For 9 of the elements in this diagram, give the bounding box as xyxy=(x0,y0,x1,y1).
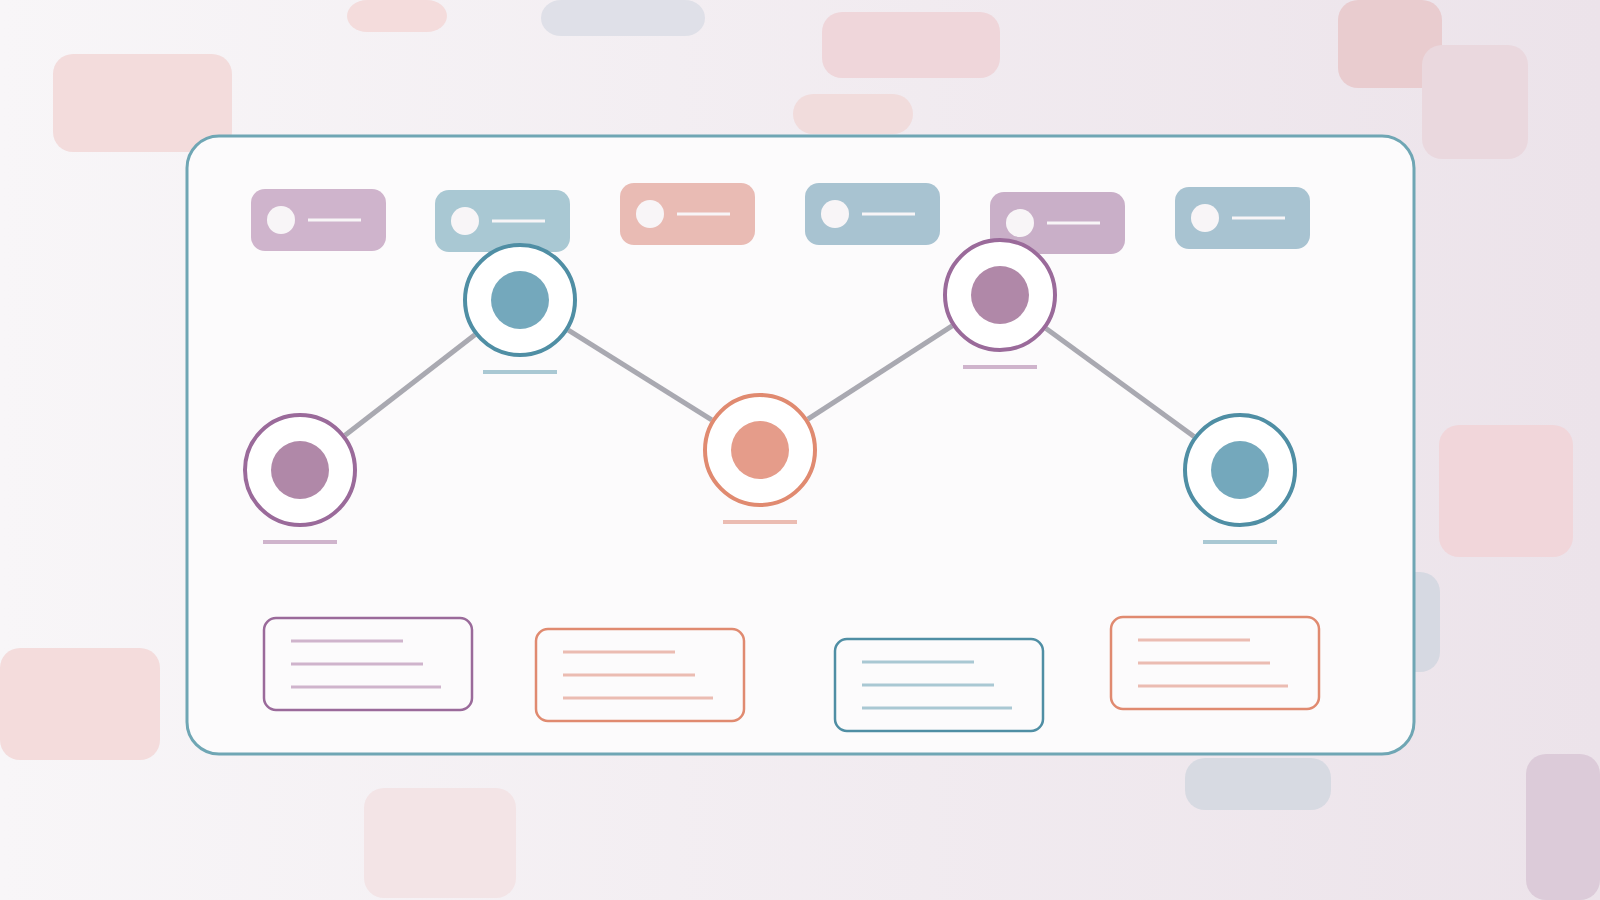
ring-node xyxy=(243,413,357,527)
connector-line xyxy=(343,332,477,438)
ring-node xyxy=(463,243,577,357)
connector-line xyxy=(1044,326,1196,439)
connector-line xyxy=(567,328,713,422)
ring-node xyxy=(1183,413,1297,527)
ring-node xyxy=(703,393,817,507)
ring-node xyxy=(943,238,1057,352)
connector-line xyxy=(806,323,954,422)
